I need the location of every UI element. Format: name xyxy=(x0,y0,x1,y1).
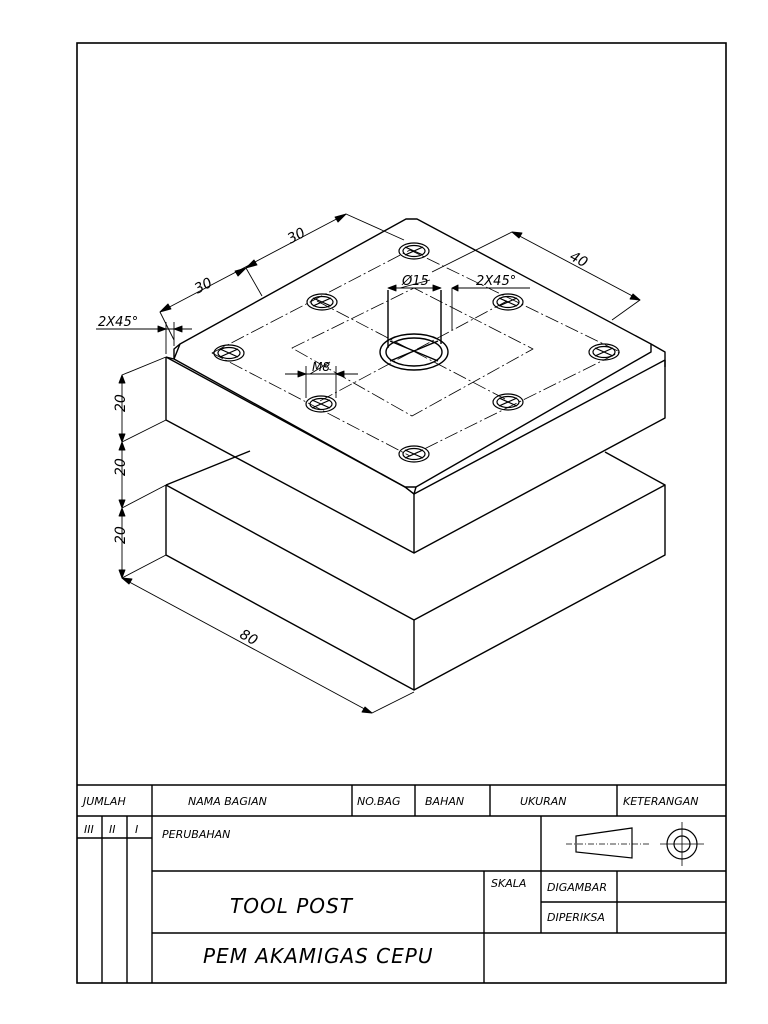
bolt-hole xyxy=(398,242,430,260)
header-jumlah: JUMLAH xyxy=(81,795,126,808)
institution-name: PEM AKAMIGAS CEPU xyxy=(203,944,433,968)
bolt-holes xyxy=(213,242,620,463)
bolt-hole xyxy=(492,293,524,311)
upper-plate xyxy=(165,218,666,554)
revision-ii: II xyxy=(109,823,116,836)
dim-height-1: 20 xyxy=(113,394,129,412)
header-no-bag: NO.BAG xyxy=(357,795,401,808)
revision-i: I xyxy=(135,823,138,836)
digambar-label: DIGAMBAR xyxy=(547,881,607,894)
drawing-border xyxy=(76,42,727,984)
lower-block xyxy=(165,450,666,691)
isometric-view: 30 30 40 80 20 20 20 2X45° 2X45° Ø15 M8 xyxy=(96,213,666,714)
bolt-hole xyxy=(492,393,524,411)
dim-height-2: 20 xyxy=(113,458,129,476)
dim-40: 40 xyxy=(567,249,590,272)
revision-iii: III xyxy=(84,823,94,836)
dimension-lines xyxy=(96,213,641,714)
first-angle-projection-icon xyxy=(566,822,704,866)
bolt-hole xyxy=(588,343,620,361)
title-block-text: JUMLAH NAMA BAGIAN NO.BAG BAHAN UKURAN K… xyxy=(81,795,699,968)
dim-chamfer-right: 2X45° xyxy=(476,274,516,289)
dim-80: 80 xyxy=(237,627,260,650)
dim-thread: M8 xyxy=(312,360,330,374)
dim-chamfer-left: 2X45° xyxy=(98,315,138,330)
dim-30-a: 30 xyxy=(192,275,215,298)
bolt-hole xyxy=(398,445,430,463)
title-block xyxy=(77,784,726,983)
bolt-hole xyxy=(305,395,337,413)
part-name: TOOL POST xyxy=(230,894,354,918)
skala-label: SKALA xyxy=(491,877,526,890)
header-ukuran: UKURAN xyxy=(520,795,567,808)
perubahan-label: PERUBAHAN xyxy=(162,828,230,841)
header-bahan: BAHAN xyxy=(425,795,464,808)
header-keterangan: KETERANGAN xyxy=(623,795,699,808)
dim-height-3: 20 xyxy=(113,526,129,544)
center-lines xyxy=(211,249,621,457)
dim-30-b: 30 xyxy=(285,225,308,248)
bolt-hole xyxy=(306,293,338,311)
diperiksa-label: DIPERIKSA xyxy=(547,911,605,924)
dim-bore-diameter: Ø15 xyxy=(401,274,429,289)
dimension-labels: 30 30 40 80 20 20 20 2X45° 2X45° Ø15 M8 xyxy=(98,225,590,649)
header-nama-bagian: NAMA BAGIAN xyxy=(188,795,267,808)
bolt-hole xyxy=(213,344,245,362)
central-bore xyxy=(379,290,449,371)
